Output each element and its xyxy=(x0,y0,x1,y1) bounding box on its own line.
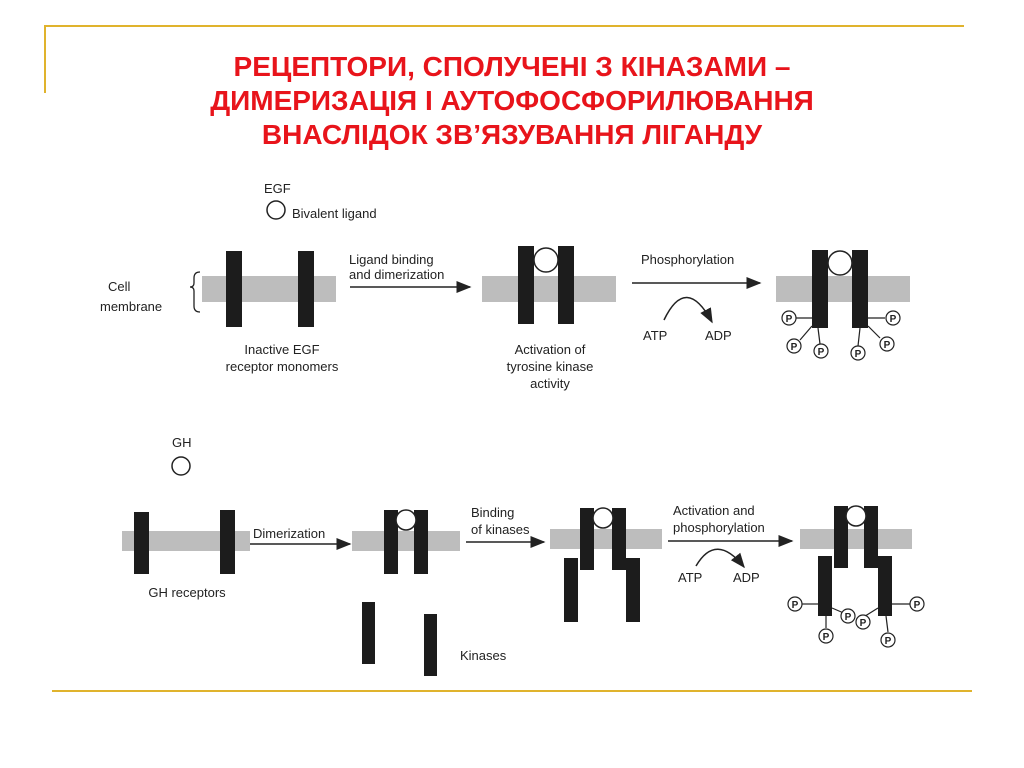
membrane-label-line-1: Cell xyxy=(108,279,131,294)
egf-phosphate-group-icon: P xyxy=(850,345,866,361)
gh-receptor-monomer xyxy=(220,510,235,574)
svg-text:P: P xyxy=(855,349,862,360)
phosphorylated-kinase xyxy=(878,556,892,616)
title-line-3: ВНАСЛІДОК ЗВ’ЯЗУВАННЯ ЛІГАНДУ xyxy=(261,119,763,150)
gh-adp-label: ADP xyxy=(733,570,760,585)
gh-receptor-monomer xyxy=(134,512,149,574)
egf-receptor-phosphorylated xyxy=(812,250,828,328)
egf-atp-label: ATP xyxy=(643,328,667,343)
egf-ligand-icon xyxy=(266,200,286,220)
egf-phosphate-group-icon: P xyxy=(786,338,802,354)
gh-atp-label: ATP xyxy=(678,570,702,585)
accent-line-bottom xyxy=(52,690,972,692)
free-kinase xyxy=(362,602,375,664)
gh-receptor-phosphorylated xyxy=(864,506,878,568)
egf-receptor-phosphorylated xyxy=(852,250,868,328)
gh-panel: GH GH receptors Dimerization Kinases Bin… xyxy=(122,435,925,676)
gh-state1-label: GH receptors xyxy=(148,585,226,600)
gh-phosphate-group-icon: P xyxy=(840,608,856,624)
bound-kinase xyxy=(626,558,640,622)
egf-state2-label-line-1: Activation of xyxy=(515,342,586,357)
slide-title: РЕЦЕПТОРИ, СПОЛУЧЕНІ З КІНАЗАМИ – ДИМЕРИ… xyxy=(0,50,1024,152)
gh-receptor-dimer xyxy=(384,510,398,574)
egf-phosphate-group-icon: P xyxy=(879,336,895,352)
svg-text:P: P xyxy=(914,600,921,611)
egf-receptor-monomer xyxy=(298,251,314,327)
bound-kinase xyxy=(564,558,578,622)
egf-ligand-name: EGF xyxy=(264,181,291,196)
gh-membrane-3 xyxy=(550,529,662,549)
egf-state1-label-line-2: receptor monomers xyxy=(226,359,339,374)
phosphorylated-kinase xyxy=(818,556,832,616)
egf-state2-label-line-2: tyrosine kinase xyxy=(507,359,594,374)
gh-membrane-4 xyxy=(800,529,912,549)
egf-receptor-dimer xyxy=(518,246,534,324)
gh-membrane-1 xyxy=(122,531,250,551)
gh-phosphate-group-icon: P xyxy=(880,632,896,648)
egf-bound-ligand-icon xyxy=(533,247,559,273)
egf-phosphate-group-icon: P xyxy=(781,310,797,326)
egf-phosphate-stalks xyxy=(795,317,885,347)
egf-receptor-monomer xyxy=(226,251,242,327)
title-line-1: РЕЦЕПТОРИ, СПОЛУЧЕНІ З КІНАЗАМИ – xyxy=(233,51,791,82)
egf-atp-adp-arc xyxy=(663,296,713,324)
svg-text:P: P xyxy=(845,612,852,623)
egf-step1-label-line-2: and dimerization xyxy=(349,267,444,282)
gh-step2-label-line-2: of kinases xyxy=(471,522,530,537)
egf-state2-label-line-3: activity xyxy=(530,376,570,391)
svg-text:P: P xyxy=(786,314,793,325)
gh-step2-label-line-1: Binding xyxy=(471,505,514,520)
gh-phosphate-group-icon: P xyxy=(909,596,925,612)
gh-receptor-dimer xyxy=(414,510,428,574)
svg-text:P: P xyxy=(791,342,798,353)
egf-step1-label-line-1: Ligand binding xyxy=(349,252,434,267)
egf-membrane-1 xyxy=(202,276,336,302)
egf-ligand-desc: Bivalent ligand xyxy=(292,206,377,221)
gh-step3-label-line-2: phosphorylation xyxy=(673,520,765,535)
gh-ligand-icon xyxy=(171,456,191,476)
gh-step3-label-line-1: Activation and xyxy=(673,503,755,518)
gh-receptor-kinase-bound xyxy=(612,508,626,570)
accent-line-left xyxy=(44,25,46,93)
egf-adp-label: ADP xyxy=(705,328,732,343)
svg-text:P: P xyxy=(792,600,799,611)
svg-text:P: P xyxy=(860,618,867,629)
egf-membrane-3 xyxy=(776,276,910,302)
gh-membrane-2 xyxy=(352,531,460,551)
gh-phosphate-group-icon: P xyxy=(855,614,871,630)
kinases-label: Kinases xyxy=(460,648,507,663)
gh-phosphate-group-icon: P xyxy=(818,628,834,644)
egf-phosphate-group-icon: P xyxy=(885,310,901,326)
svg-text:P: P xyxy=(823,632,830,643)
gh-phosphate-group-icon: P xyxy=(787,596,803,612)
gh-ligand-name: GH xyxy=(172,435,192,450)
gh-atp-adp-arc xyxy=(695,548,745,569)
egf-state1-label-line-1: Inactive EGF xyxy=(244,342,319,357)
gh-receptor-phosphorylated xyxy=(834,506,848,568)
gh-bound-ligand-icon xyxy=(395,509,417,531)
egf-bound-ligand-icon xyxy=(827,250,853,276)
egf-step2-label: Phosphorylation xyxy=(641,252,734,267)
svg-text:P: P xyxy=(818,347,825,358)
free-kinase xyxy=(424,614,437,676)
gh-bound-ligand-icon xyxy=(592,507,614,529)
gh-bound-ligand-icon xyxy=(845,505,867,527)
accent-line-top xyxy=(44,25,964,27)
egf-panel: EGF Bivalent ligand Cell membrane Inacti… xyxy=(100,181,910,391)
membrane-brace xyxy=(189,271,201,313)
svg-text:P: P xyxy=(890,314,897,325)
egf-phosphate-group-icon: P xyxy=(813,343,829,359)
svg-text:P: P xyxy=(884,340,891,351)
gh-step1-label: Dimerization xyxy=(253,526,325,541)
egf-receptor-dimer xyxy=(558,246,574,324)
svg-text:P: P xyxy=(885,636,892,647)
title-line-2: ДИМЕРИЗАЦІЯ І АУТОФОСФОРИЛЮВАННЯ xyxy=(210,85,814,116)
egf-membrane-2 xyxy=(482,276,616,302)
gh-receptor-kinase-bound xyxy=(580,508,594,570)
membrane-label-line-2: membrane xyxy=(100,299,162,314)
